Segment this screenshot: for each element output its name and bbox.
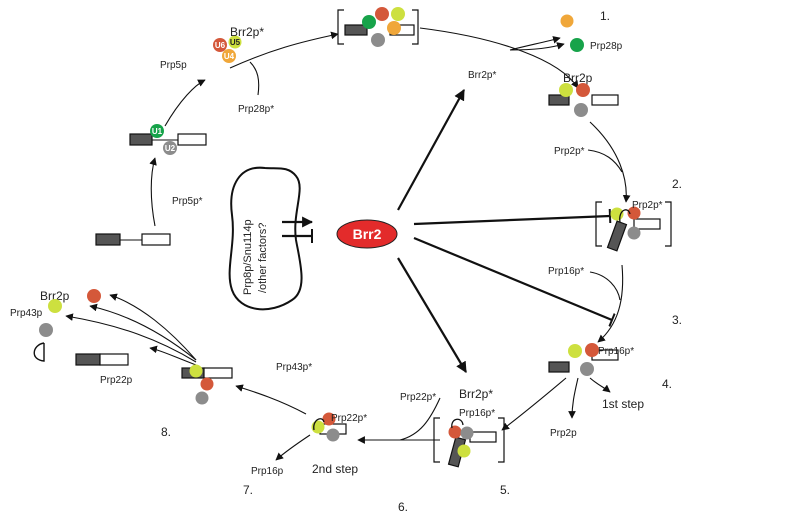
release-arrow-1 [509, 36, 561, 51]
brr2-inhibits-stage3 [413, 236, 616, 327]
brr2p-star-top-label: Brr2p* [230, 25, 264, 39]
brr2-activates-top [397, 89, 465, 211]
release-fan-1 [109, 293, 197, 361]
brr2p-stage1-label: Brr2p [563, 71, 593, 85]
cofactors-line-1: Prp8p/Snu114p [242, 219, 254, 295]
u4-label: U4 [224, 52, 235, 61]
u1-label: U1 [152, 127, 163, 136]
prp28p-star-branch [249, 61, 260, 96]
cycle-arrow-to-stage1 [419, 27, 579, 89]
stage-number-7: 7. [243, 483, 253, 497]
cycle-arrow-prp5p-release [164, 79, 206, 127]
u4-snrnp [222, 49, 236, 63]
released-u4 [560, 14, 574, 28]
prp22p-star-branch [399, 397, 441, 441]
brr2-inhibits-stage2 [413, 208, 612, 226]
lariat-intron [33, 342, 45, 362]
cofactors-blob [228, 166, 303, 311]
prp5p-label: Prp5p [160, 60, 187, 71]
prp16p-star-in-label: Prp16p* [548, 266, 584, 277]
prp22p-star-in-label: Prp22p* [400, 392, 436, 403]
stage-number-6: 6. [398, 500, 408, 514]
released-u1 [570, 38, 584, 52]
prp2p-star-in-label: Prp2p* [554, 146, 585, 157]
released-u2 [39, 323, 53, 337]
cycle-arrow-prespliceosome [149, 157, 157, 227]
brr2-oval [336, 219, 398, 249]
released-u6 [87, 289, 101, 303]
prp28p-label: Prp28p [590, 41, 623, 52]
stage-number-5: 5. [500, 483, 510, 497]
stage2-complex [595, 201, 672, 252]
stage4-complex [548, 343, 619, 376]
prp43p-label: Prp43p [10, 308, 43, 319]
brr2p-star-bottom-label: Brr2p* [459, 387, 493, 401]
first-step-arrow [589, 377, 611, 393]
mrna-product [75, 353, 129, 366]
prp28p-star-label: Prp28p* [238, 104, 274, 115]
stage8-complex [181, 364, 233, 405]
u5-label: U5 [230, 38, 241, 47]
prp2p-star-on-label: Prp2p* [632, 200, 663, 211]
brr2-activates-stage5 [397, 257, 467, 373]
stage-number-8: 8. [161, 425, 171, 439]
prp2p-release-arrow [568, 377, 579, 419]
prp22p-star-on-label: Prp22p* [331, 413, 367, 424]
second-step-label: 2nd step [312, 462, 358, 476]
u2-label: U2 [165, 144, 176, 153]
prp16p-star-bottom-label: Prp16p* [459, 408, 495, 419]
brr2p-star-mid-label: Brr2p* [468, 70, 496, 81]
cycle-arrow-to-stage5 [501, 377, 567, 431]
u6-snrnp [213, 38, 227, 52]
stage-number-4: 4. [662, 377, 672, 391]
stage-number-3: 3. [672, 313, 682, 327]
prp5p-star-label: Prp5p* [172, 196, 203, 207]
first-step-label: 1st step [602, 397, 644, 411]
release-fan-3 [65, 313, 197, 363]
prp16p-star-on-label: Prp16p* [598, 346, 634, 357]
prp2p-label: Prp2p [550, 428, 577, 439]
u5-snrnp [228, 35, 242, 49]
released-u5 [48, 299, 62, 313]
release-arrow-2 [509, 42, 565, 51]
brr2-label: Brr2 [353, 226, 382, 242]
prp16p-release-arrow [275, 434, 311, 461]
prp16p-star-branch [589, 271, 621, 301]
cofactors-line-2: /other factors? [257, 223, 269, 293]
release-fan-4 [149, 345, 197, 366]
release-fan-2 [89, 303, 197, 361]
prp16p-label: Prp16p [251, 466, 284, 477]
stage-number-1: 1. [600, 9, 610, 23]
pre-mrna [95, 233, 171, 246]
stage7-complex [311, 412, 347, 442]
brr2p-released-label: Brr2p [40, 289, 70, 303]
stage1-complex [548, 83, 619, 117]
cycle-arrow-to-stage8 [235, 384, 307, 415]
u2-snrnp [163, 141, 177, 155]
cycle-arrow-to-stage3 [597, 264, 624, 343]
prp2p-star-branch [587, 149, 623, 173]
prespliceosome: U1 U2 [129, 124, 207, 155]
cycle-arrow-trisnrnp-join [229, 31, 339, 69]
u6-label: U6 [215, 41, 226, 50]
stage5-complex [433, 417, 505, 468]
tri-snrnp: U6 U5 U4 [213, 35, 242, 63]
u1-snrnp [150, 124, 164, 138]
pre-b-complex [337, 7, 419, 47]
prp43p-star-label: Prp43p* [276, 362, 312, 373]
stage-number-2: 2. [672, 177, 682, 191]
prp22p-label: Prp22p [100, 375, 133, 386]
cycle-arrow-to-stage2 [589, 121, 631, 203]
